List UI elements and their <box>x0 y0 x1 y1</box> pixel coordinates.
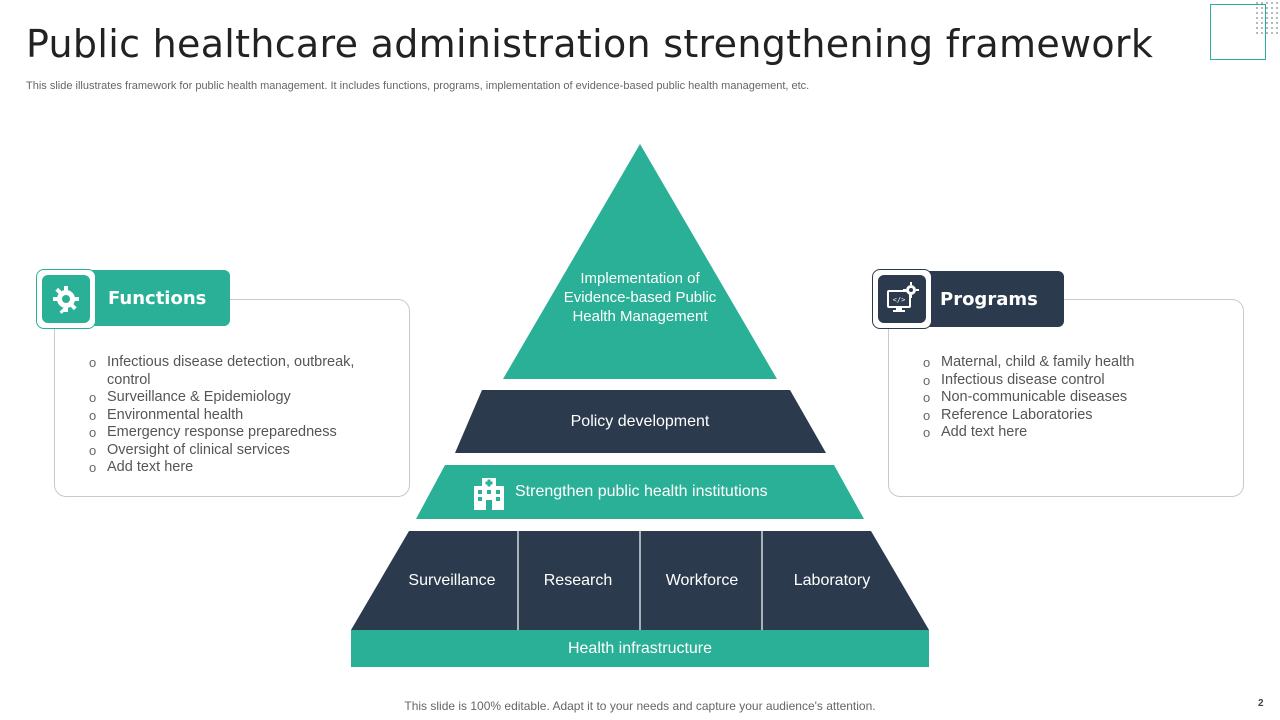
list-item: Environmental health <box>89 407 379 425</box>
slide-subtitle: This slide illustrates framework for pub… <box>26 80 810 92</box>
functions-title: Functions <box>108 287 207 309</box>
apex-line-3: Health Management <box>572 308 708 325</box>
pillar-surveillance: Surveillance <box>408 572 496 589</box>
pillar-research: Research <box>543 572 613 589</box>
list-item: Reference Laboratories <box>923 407 1223 425</box>
list-item: Infectious disease detection, outbreak, … <box>89 354 379 389</box>
page-number: 2 <box>1258 698 1264 709</box>
functions-list: Infectious disease detection, outbreak, … <box>89 354 379 477</box>
list-item: Add text here <box>89 459 379 477</box>
list-item: Non-communicable diseases <box>923 389 1223 407</box>
apex-line-2: Evidence-based Public <box>563 289 717 306</box>
pyramid-base <box>351 630 929 667</box>
dot-pattern-decoration <box>1256 2 1278 34</box>
pillar-workforce: Workforce <box>665 572 739 589</box>
list-item: Add text here <box>923 424 1223 442</box>
institutions-label: Strengthen public health institutions <box>515 483 768 500</box>
footer-note: This slide is 100% editable. Adapt it to… <box>404 699 876 713</box>
list-item: Infectious disease control <box>923 372 1223 390</box>
base-label: Health infrastructure <box>567 640 713 657</box>
functions-panel: Infectious disease detection, outbreak, … <box>54 299 410 497</box>
programs-list: Maternal, child & family health Infectio… <box>923 354 1223 442</box>
programs-icon-frame: </> <box>872 269 932 329</box>
pillar-laboratory: Laboratory <box>793 572 871 589</box>
programs-panel: Maternal, child & family health Infectio… <box>888 299 1244 497</box>
apex-label: Implementation of Evidence-based Public … <box>540 269 740 326</box>
computer-code-gear-icon: </> <box>887 282 919 312</box>
list-item: Emergency response preparedness <box>89 424 379 442</box>
list-item: Surveillance & Epidemiology <box>89 389 379 407</box>
pyramid-apex <box>503 144 777 379</box>
hospital-building-icon <box>474 478 504 510</box>
functions-icon-frame <box>36 269 96 329</box>
list-item: Maternal, child & family health <box>923 354 1223 372</box>
pyramid-level-institutions <box>416 465 864 519</box>
policy-label: Policy development <box>570 413 710 430</box>
pyramid-level-policy <box>455 390 826 453</box>
gear-wrench-icon <box>53 286 79 314</box>
list-item: Oversight of clinical services <box>89 442 379 460</box>
programs-title: Programs <box>940 288 1038 310</box>
apex-line-1: Implementation of <box>580 270 700 287</box>
svg-text:</>: </> <box>893 296 906 304</box>
corner-decoration-frame <box>1210 4 1266 60</box>
slide-title: Public healthcare administration strengt… <box>26 22 1154 66</box>
